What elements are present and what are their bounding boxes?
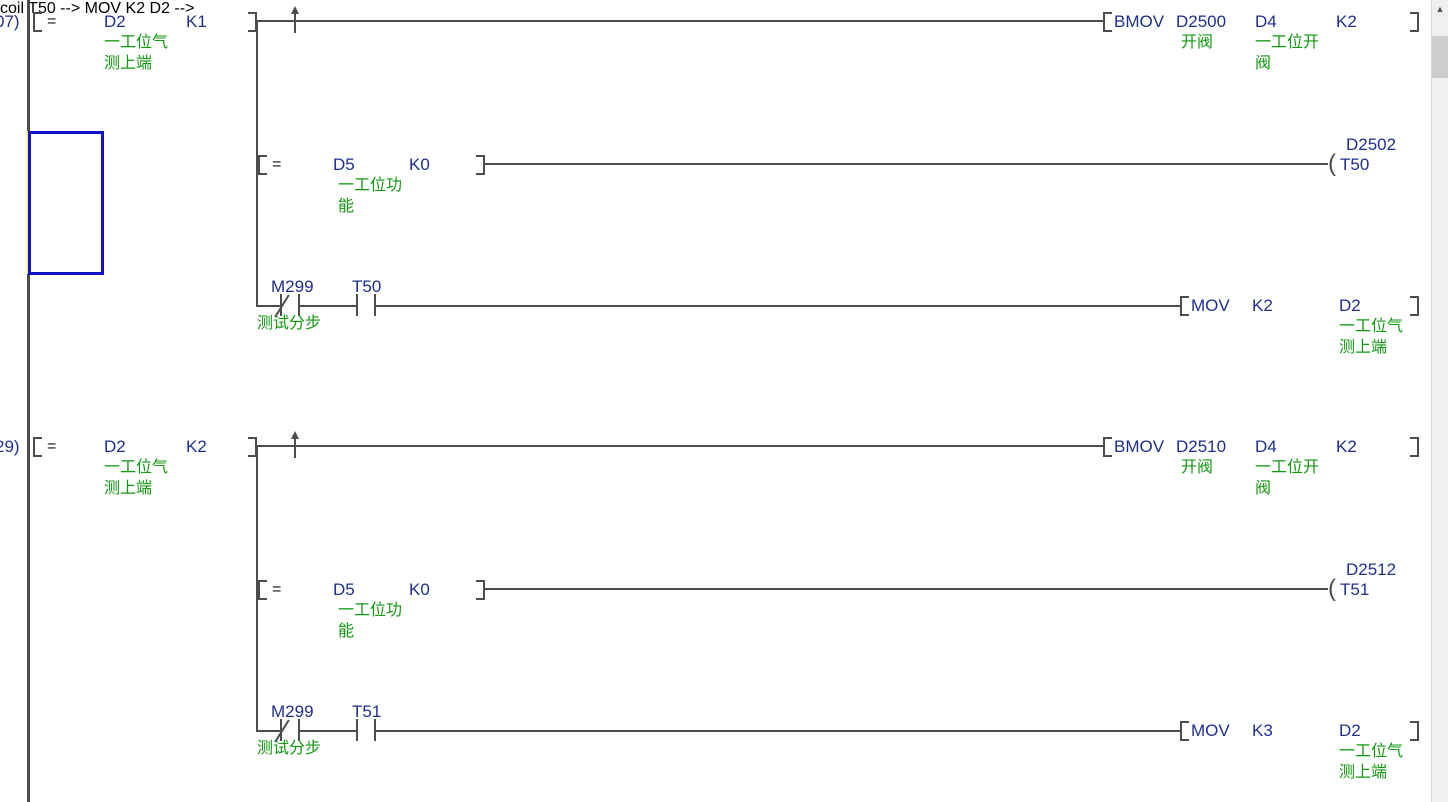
- scroll-up-arrow-icon[interactable]: ▲: [1432, 0, 1448, 17]
- branch-contacts-wire-b: [300, 730, 356, 732]
- branch-compare-wire: [485, 163, 1328, 165]
- timer-coil-device[interactable]: T50: [1340, 155, 1370, 174]
- timer-coil-preset[interactable]: D2512: [1346, 560, 1397, 579]
- coil-left-paren: (: [1328, 575, 1336, 602]
- branch-compare-operand1-comment: 一工位功 能: [338, 177, 403, 215]
- branch-trunk-line: [256, 445, 258, 731]
- timer-coil-t50[interactable]: ( ): [1328, 152, 1448, 178]
- contact-t51-normally-open[interactable]: [356, 719, 376, 741]
- mov-instruction-name[interactable]: MOV: [1191, 296, 1230, 315]
- branch-compare-open-bracket: [258, 155, 267, 175]
- compare-open-bracket: [33, 437, 42, 457]
- bmov-arg-1[interactable]: D4: [1255, 437, 1277, 456]
- contact-m299-label[interactable]: M299: [271, 702, 314, 721]
- branch-compare-operand1[interactable]: D5: [333, 580, 355, 599]
- bmov-instruction-name[interactable]: BMOV: [1114, 12, 1165, 31]
- selection-box[interactable]: [28, 131, 104, 275]
- compare-operand1[interactable]: D2: [104, 437, 126, 456]
- mov-arg-1-comment: 一工位气 测上端: [1339, 743, 1404, 781]
- branch-compare-operand2[interactable]: K0: [409, 155, 430, 174]
- contact-t51-label[interactable]: T51: [352, 702, 382, 721]
- compare-operand2[interactable]: K1: [186, 12, 207, 31]
- bmov-arg-2[interactable]: K2: [1336, 12, 1357, 31]
- branch-compare-close-bracket: [476, 580, 485, 600]
- contact-m299-label[interactable]: M299: [271, 277, 314, 296]
- bmov-arg-0[interactable]: D2510: [1176, 437, 1227, 456]
- contact-t50-label[interactable]: T50: [352, 277, 382, 296]
- bmov-arg-0-comment: 开阀: [1181, 459, 1214, 476]
- branch-compare-operand1-comment: 一工位功 能: [338, 602, 403, 640]
- contact-bar-right: [298, 294, 300, 316]
- bmov-arg-1-comment: 一工位开 阀: [1255, 459, 1320, 497]
- bmov-arg-1[interactable]: D4: [1255, 12, 1277, 31]
- bmov-open-bracket: [1103, 12, 1112, 32]
- mov-arg-0[interactable]: K3: [1252, 721, 1273, 740]
- bmov-close-bracket: [1410, 437, 1419, 457]
- mov-arg-1[interactable]: D2: [1339, 296, 1361, 315]
- contact-bar-right: [298, 719, 300, 741]
- compare-operand1[interactable]: D2: [104, 12, 126, 31]
- branch-compare-operator: =: [272, 581, 282, 598]
- compare-operand2[interactable]: K2: [186, 437, 207, 456]
- branch-compare-close-bracket: [476, 155, 485, 175]
- mov-close-bracket: [1410, 296, 1419, 316]
- bmov-arg-2[interactable]: K2: [1336, 437, 1357, 456]
- branch-compare-operand2[interactable]: K0: [409, 580, 430, 599]
- compare-operator: =: [47, 438, 57, 455]
- mov-arg-0[interactable]: K2: [1252, 296, 1273, 315]
- mov-instruction-name[interactable]: MOV: [1191, 721, 1230, 740]
- branch-trunk-line: [256, 20, 258, 306]
- scrollbar-thumb[interactable]: [1432, 36, 1448, 78]
- rung-number: 29): [0, 437, 20, 456]
- mov-open-bracket: [1180, 721, 1189, 741]
- contact-bar-left: [356, 719, 358, 741]
- branch-contacts-wire-b: [300, 305, 356, 307]
- contact-m299-normally-closed[interactable]: [274, 294, 300, 318]
- left-power-rail-top: [27, 0, 30, 131]
- bmov-arg-0-comment: 开阀: [1181, 34, 1214, 51]
- contact-bar-right: [374, 719, 376, 741]
- timer-coil-device[interactable]: T51: [1340, 580, 1370, 599]
- branch-compare-wire: [485, 588, 1328, 590]
- mov-arg-1[interactable]: D2: [1339, 721, 1361, 740]
- bmov-close-bracket: [1410, 12, 1419, 32]
- branch-contacts-wire-a: [256, 730, 280, 732]
- timer-coil-preset[interactable]: D2502: [1346, 135, 1397, 154]
- left-power-rail-bottom: [27, 274, 30, 802]
- bmov-instruction-name[interactable]: BMOV: [1114, 437, 1165, 456]
- cursor-arrow-icon: [291, 6, 299, 33]
- contact-t50-normally-open[interactable]: [356, 294, 376, 316]
- branch-contacts-wire-c: [376, 730, 1180, 732]
- contact-m299-comment: 测试分步: [257, 315, 322, 332]
- branch-contacts-wire-a: [256, 305, 280, 307]
- branch-contacts-wire-c: [376, 305, 1180, 307]
- bmov-arg-1-comment: 一工位开 阀: [1255, 34, 1320, 72]
- branch-compare-open-bracket: [258, 580, 267, 600]
- contact-bar-right: [374, 294, 376, 316]
- mov-arg-1-comment: 一工位气 测上端: [1339, 318, 1404, 356]
- branch-compare-operator: =: [272, 156, 282, 173]
- compare-operator: =: [47, 13, 57, 30]
- branch-compare-operand1[interactable]: D5: [333, 155, 355, 174]
- contact-m299-comment: 测试分步: [257, 740, 322, 757]
- timer-coil-t51[interactable]: ( ): [1328, 577, 1448, 603]
- mov-close-bracket: [1410, 721, 1419, 741]
- bmov-arg-0[interactable]: D2500: [1176, 12, 1227, 31]
- contact-bar-left: [356, 294, 358, 316]
- cursor-arrow-icon: [291, 431, 299, 458]
- bmov-open-bracket: [1103, 437, 1112, 457]
- rung-main-wire: [256, 445, 1103, 447]
- rung-number: 07): [0, 12, 20, 31]
- coil-left-paren: (: [1328, 150, 1336, 177]
- compare-operand1-comment: 一工位气 测上端: [104, 34, 169, 72]
- vertical-scrollbar[interactable]: ▲: [1431, 0, 1448, 802]
- contact-m299-normally-closed[interactable]: [274, 719, 300, 743]
- rung-main-wire: [256, 20, 1103, 22]
- compare-open-bracket: [33, 12, 42, 32]
- mov-open-bracket: [1180, 296, 1189, 316]
- compare-operand1-comment: 一工位气 测上端: [104, 459, 169, 497]
